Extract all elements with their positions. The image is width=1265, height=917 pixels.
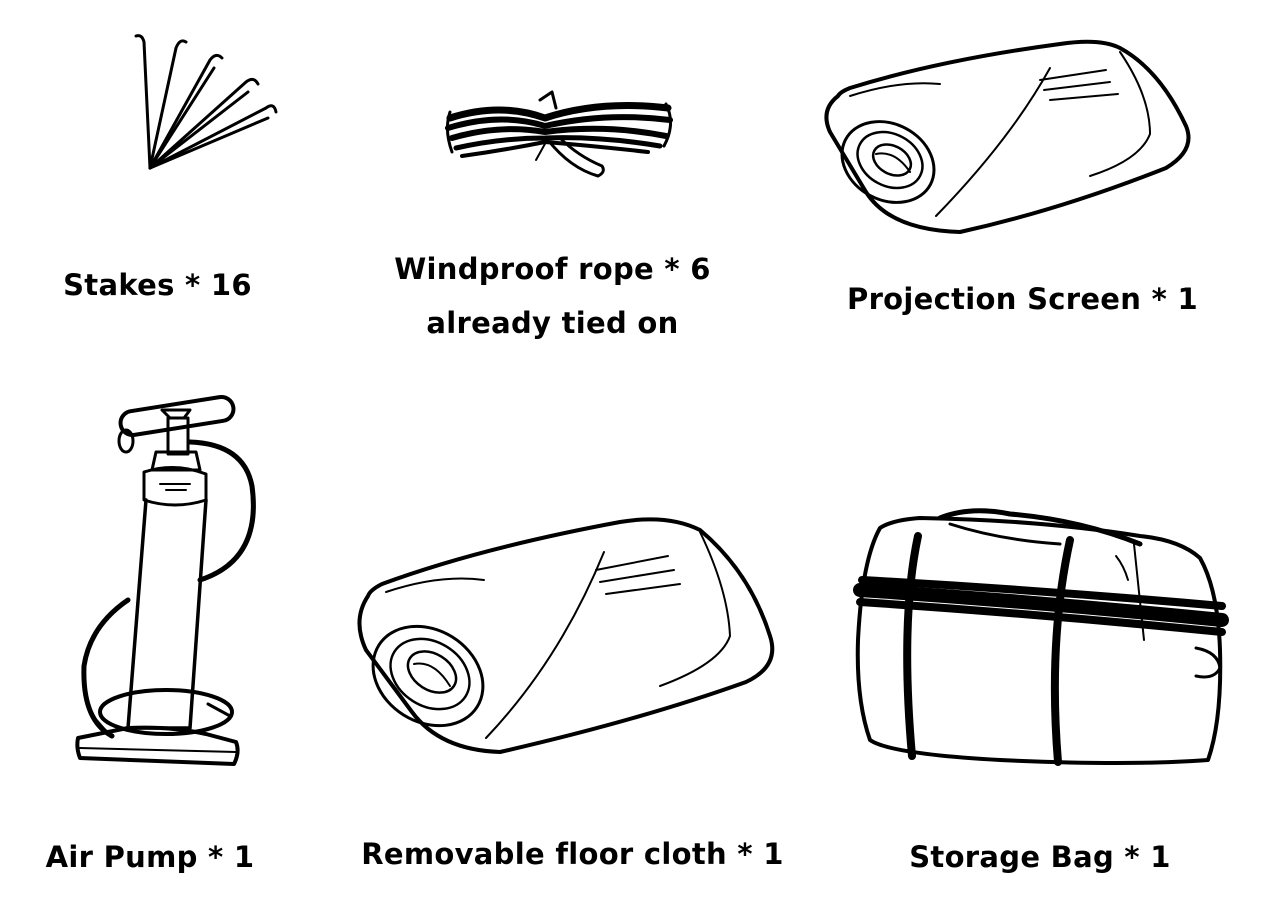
air-pump-icon xyxy=(75,394,256,766)
item-label-line: Stakes * 16 xyxy=(63,268,252,302)
item-label-projection-screen: Projection Screen * 1 xyxy=(835,281,1210,317)
item-label-line-note: already tied on xyxy=(426,306,679,340)
item-label-line: Windproof rope * 6 xyxy=(394,252,711,286)
item-label-line: Removable floor cloth * 1 xyxy=(361,837,784,871)
item-label-air-pump: Air Pump * 1 xyxy=(30,839,270,875)
item-label-storage-bag: Storage Bag * 1 xyxy=(895,839,1185,875)
item-label-line: Air Pump * 1 xyxy=(45,840,255,874)
item-label-rope: Windproof rope * 6 already tied on xyxy=(370,251,735,341)
stakes-icon xyxy=(134,34,278,170)
rolled-screen-icon xyxy=(824,39,1191,234)
item-label-line: Projection Screen * 1 xyxy=(847,282,1198,316)
item-label-line: Storage Bag * 1 xyxy=(909,840,1171,874)
storage-bag-icon xyxy=(853,508,1229,766)
item-label-floor-cloth: Removable floor cloth * 1 xyxy=(350,836,795,872)
rolled-floor-cloth-icon xyxy=(357,517,775,754)
rope-icon xyxy=(445,90,673,178)
item-label-stakes: Stakes * 16 xyxy=(40,267,275,303)
